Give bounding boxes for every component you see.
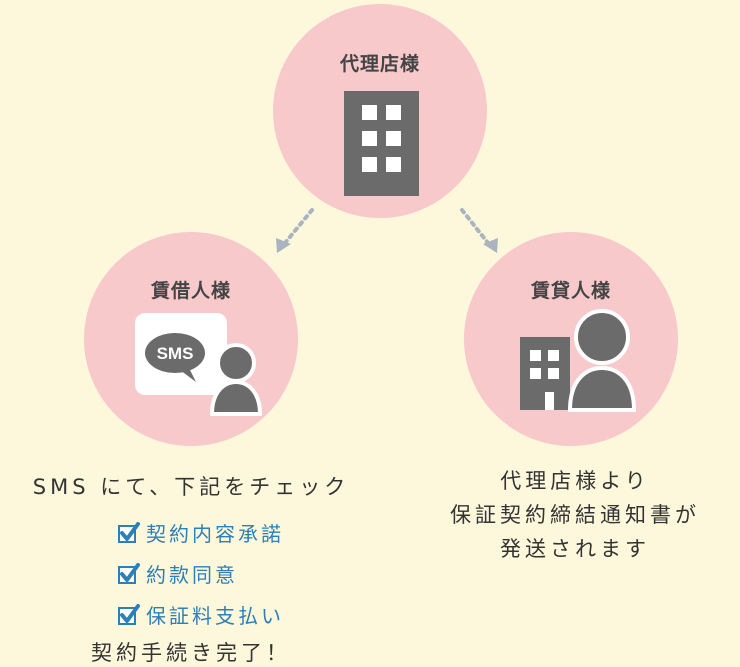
tenant-node: 賃借人様 SMS (84, 232, 298, 446)
checklist: 契約内容承諾 約款同意 保証料支払い (118, 512, 284, 635)
tenant-caption: SMS にて、下記をチェック (32, 475, 350, 499)
check-item: 約款同意 (118, 553, 284, 594)
building-person-icon (520, 309, 637, 412)
landlord-title: 賃貸人様 (530, 280, 611, 302)
checkbox-icon (118, 521, 140, 543)
agency-title: 代理店様 (339, 53, 420, 75)
check-item: 保証料支払い (118, 594, 284, 635)
check-label: 保証料支払い (146, 604, 284, 628)
check-label: 契約内容承諾 (146, 522, 284, 546)
landlord-caption-line: 代理店様より (500, 469, 650, 493)
check-label: 約款同意 (146, 563, 238, 587)
landlord-caption-line: 保証契約締結通知書が (450, 503, 700, 527)
sms-person-icon: SMS (135, 313, 263, 416)
landlord-caption: 代理店様より 保証契約締結通知書が 発送されます (410, 464, 740, 566)
checkbox-icon (118, 603, 140, 625)
agency-node: 代理店様 (273, 4, 487, 218)
check-item: 契約内容承諾 (118, 512, 284, 553)
landlord-node: 賃貸人様 (464, 232, 678, 446)
checkbox-icon (118, 562, 140, 584)
completion-text: 契約手続き完了！ (91, 641, 291, 665)
tenant-title: 賃借人様 (150, 280, 231, 302)
landlord-caption-line: 発送されます (500, 537, 650, 561)
sms-label: SMS (157, 344, 194, 363)
building-icon (344, 91, 419, 196)
